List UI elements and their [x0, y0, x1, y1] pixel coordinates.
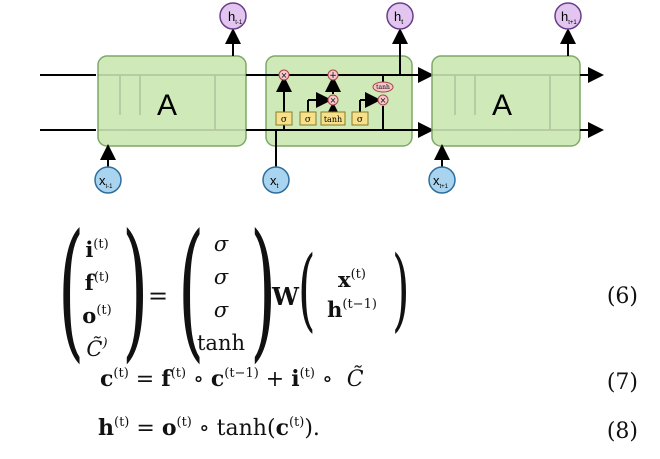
multiply-op-forget: ×: [278, 69, 290, 81]
weight-matrix: W: [272, 282, 299, 311]
svg-text:tanh: tanh: [324, 115, 342, 124]
svg-text:tanh: tanh: [376, 84, 390, 91]
svg-text:σ: σ: [281, 115, 287, 125]
gate-tanh: tanh: [320, 111, 346, 126]
input-x-left: xt-1: [94, 166, 122, 194]
equation-7: c(t) = f(t) ∘ c(t−1) + i(t) ∘ C̃: [100, 366, 364, 392]
input-x-right: xt+1: [428, 166, 456, 194]
eq6-equals: =: [148, 282, 169, 310]
gate-sigma-1: σ: [275, 111, 293, 126]
lstm-block-left: A: [40, 55, 247, 147]
lstm-block-right: A: [431, 55, 604, 147]
svg-text:σ: σ: [305, 115, 311, 125]
input-x-middle: xt: [262, 166, 290, 194]
output-h-right: ht+1: [554, 2, 582, 30]
svg-text:xt+1: xt+1: [433, 173, 449, 190]
lstm-diagram: A σ σ tanh: [40, 2, 604, 194]
activation-vector: σ σ σ tanh: [196, 232, 245, 355]
output-h-left: ht-1: [219, 2, 247, 30]
tanh-op: tanh: [372, 81, 394, 93]
svg-text:×: ×: [330, 96, 337, 105]
lstm-block-middle: σ σ tanh σ × + × tanh: [246, 28, 434, 168]
svg-text:×: ×: [281, 71, 288, 80]
svg-text:×: ×: [380, 96, 387, 105]
svg-text:ht: ht: [394, 9, 403, 26]
svg-text:ht+1: ht+1: [561, 9, 577, 26]
equations: ( i(t) f(t) o(t) C̃) ) = ( σ σ σ tanh ) …: [58, 203, 638, 444]
block-label-right: A: [492, 89, 512, 122]
svg-text:σ: σ: [357, 115, 363, 125]
multiply-op-input: ×: [327, 94, 339, 106]
input-vector: x(t) h(t−1): [327, 267, 377, 322]
svg-text:xt: xt: [270, 173, 279, 190]
add-op: +: [327, 69, 339, 81]
gate-sigma-2: σ: [299, 111, 317, 126]
svg-text:xt-1: xt-1: [99, 173, 113, 190]
output-h-middle: ht: [386, 2, 414, 30]
equation-number-7: (7): [606, 370, 638, 395]
equation-number-6: (6): [606, 284, 638, 309]
equation-number-8: (8): [606, 419, 638, 444]
gate-sigma-3: σ: [351, 111, 369, 126]
svg-text:+: +: [329, 71, 337, 81]
multiply-op-output: ×: [377, 94, 389, 106]
equation-8: h(t) = o(t) ∘ tanh(c(t)).: [98, 415, 320, 441]
block-label-left: A: [157, 89, 177, 122]
lhs-vector: i(t) f(t) o(t) C̃): [82, 237, 112, 361]
svg-text:ht-1: ht-1: [228, 9, 243, 26]
